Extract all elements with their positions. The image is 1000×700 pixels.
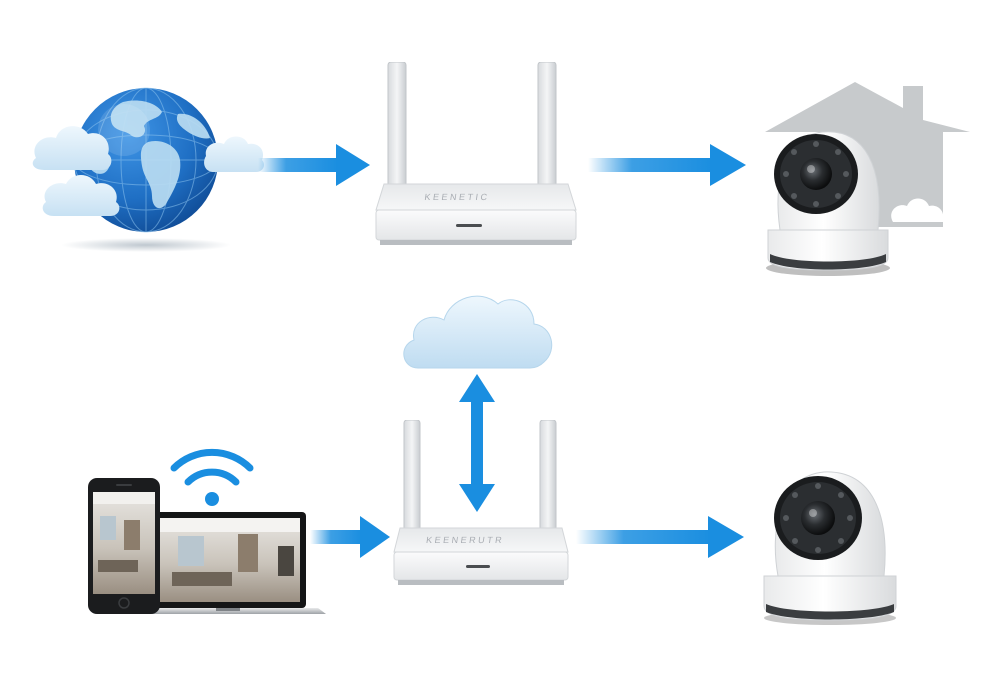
arrow-router-cloud-bidirectional: [457, 374, 497, 512]
wifi-icon: [170, 448, 254, 506]
camera-bottom: [756, 466, 906, 626]
arrow-right-icon: [310, 516, 390, 558]
router-brand-label: KEENETIC: [424, 192, 490, 202]
router-bottom: KEENERUTR: [390, 420, 572, 590]
router-icon: KEENETIC: [375, 62, 577, 245]
arrow-devices-to-router: [310, 512, 392, 562]
camera-top: [760, 118, 900, 276]
arrow-router-to-camera: [588, 140, 748, 190]
internet-globe: [28, 80, 268, 255]
client-devices: [88, 476, 330, 618]
arrow-right-icon: [588, 144, 746, 186]
router-brand-label: KEENERUTR: [425, 535, 504, 545]
smartphone-icon: [88, 478, 160, 614]
globe-icon: [32, 87, 264, 252]
arrow-right-icon: [576, 516, 744, 558]
camera-icon: [763, 471, 897, 625]
laptop-icon: [88, 478, 326, 614]
cloud-service: [400, 284, 555, 376]
cloud-icon: [403, 295, 553, 369]
router-top: KEENETIC: [372, 62, 582, 250]
router-icon: KEENERUTR: [393, 420, 569, 585]
double-arrow-icon: [459, 374, 495, 512]
wifi-signal: [168, 444, 256, 510]
arrow-router-to-camera-bottom: [576, 512, 746, 562]
arrow-right-icon: [258, 144, 370, 186]
arrow-internet-to-router: [258, 140, 370, 190]
camera-icon: [766, 131, 890, 276]
